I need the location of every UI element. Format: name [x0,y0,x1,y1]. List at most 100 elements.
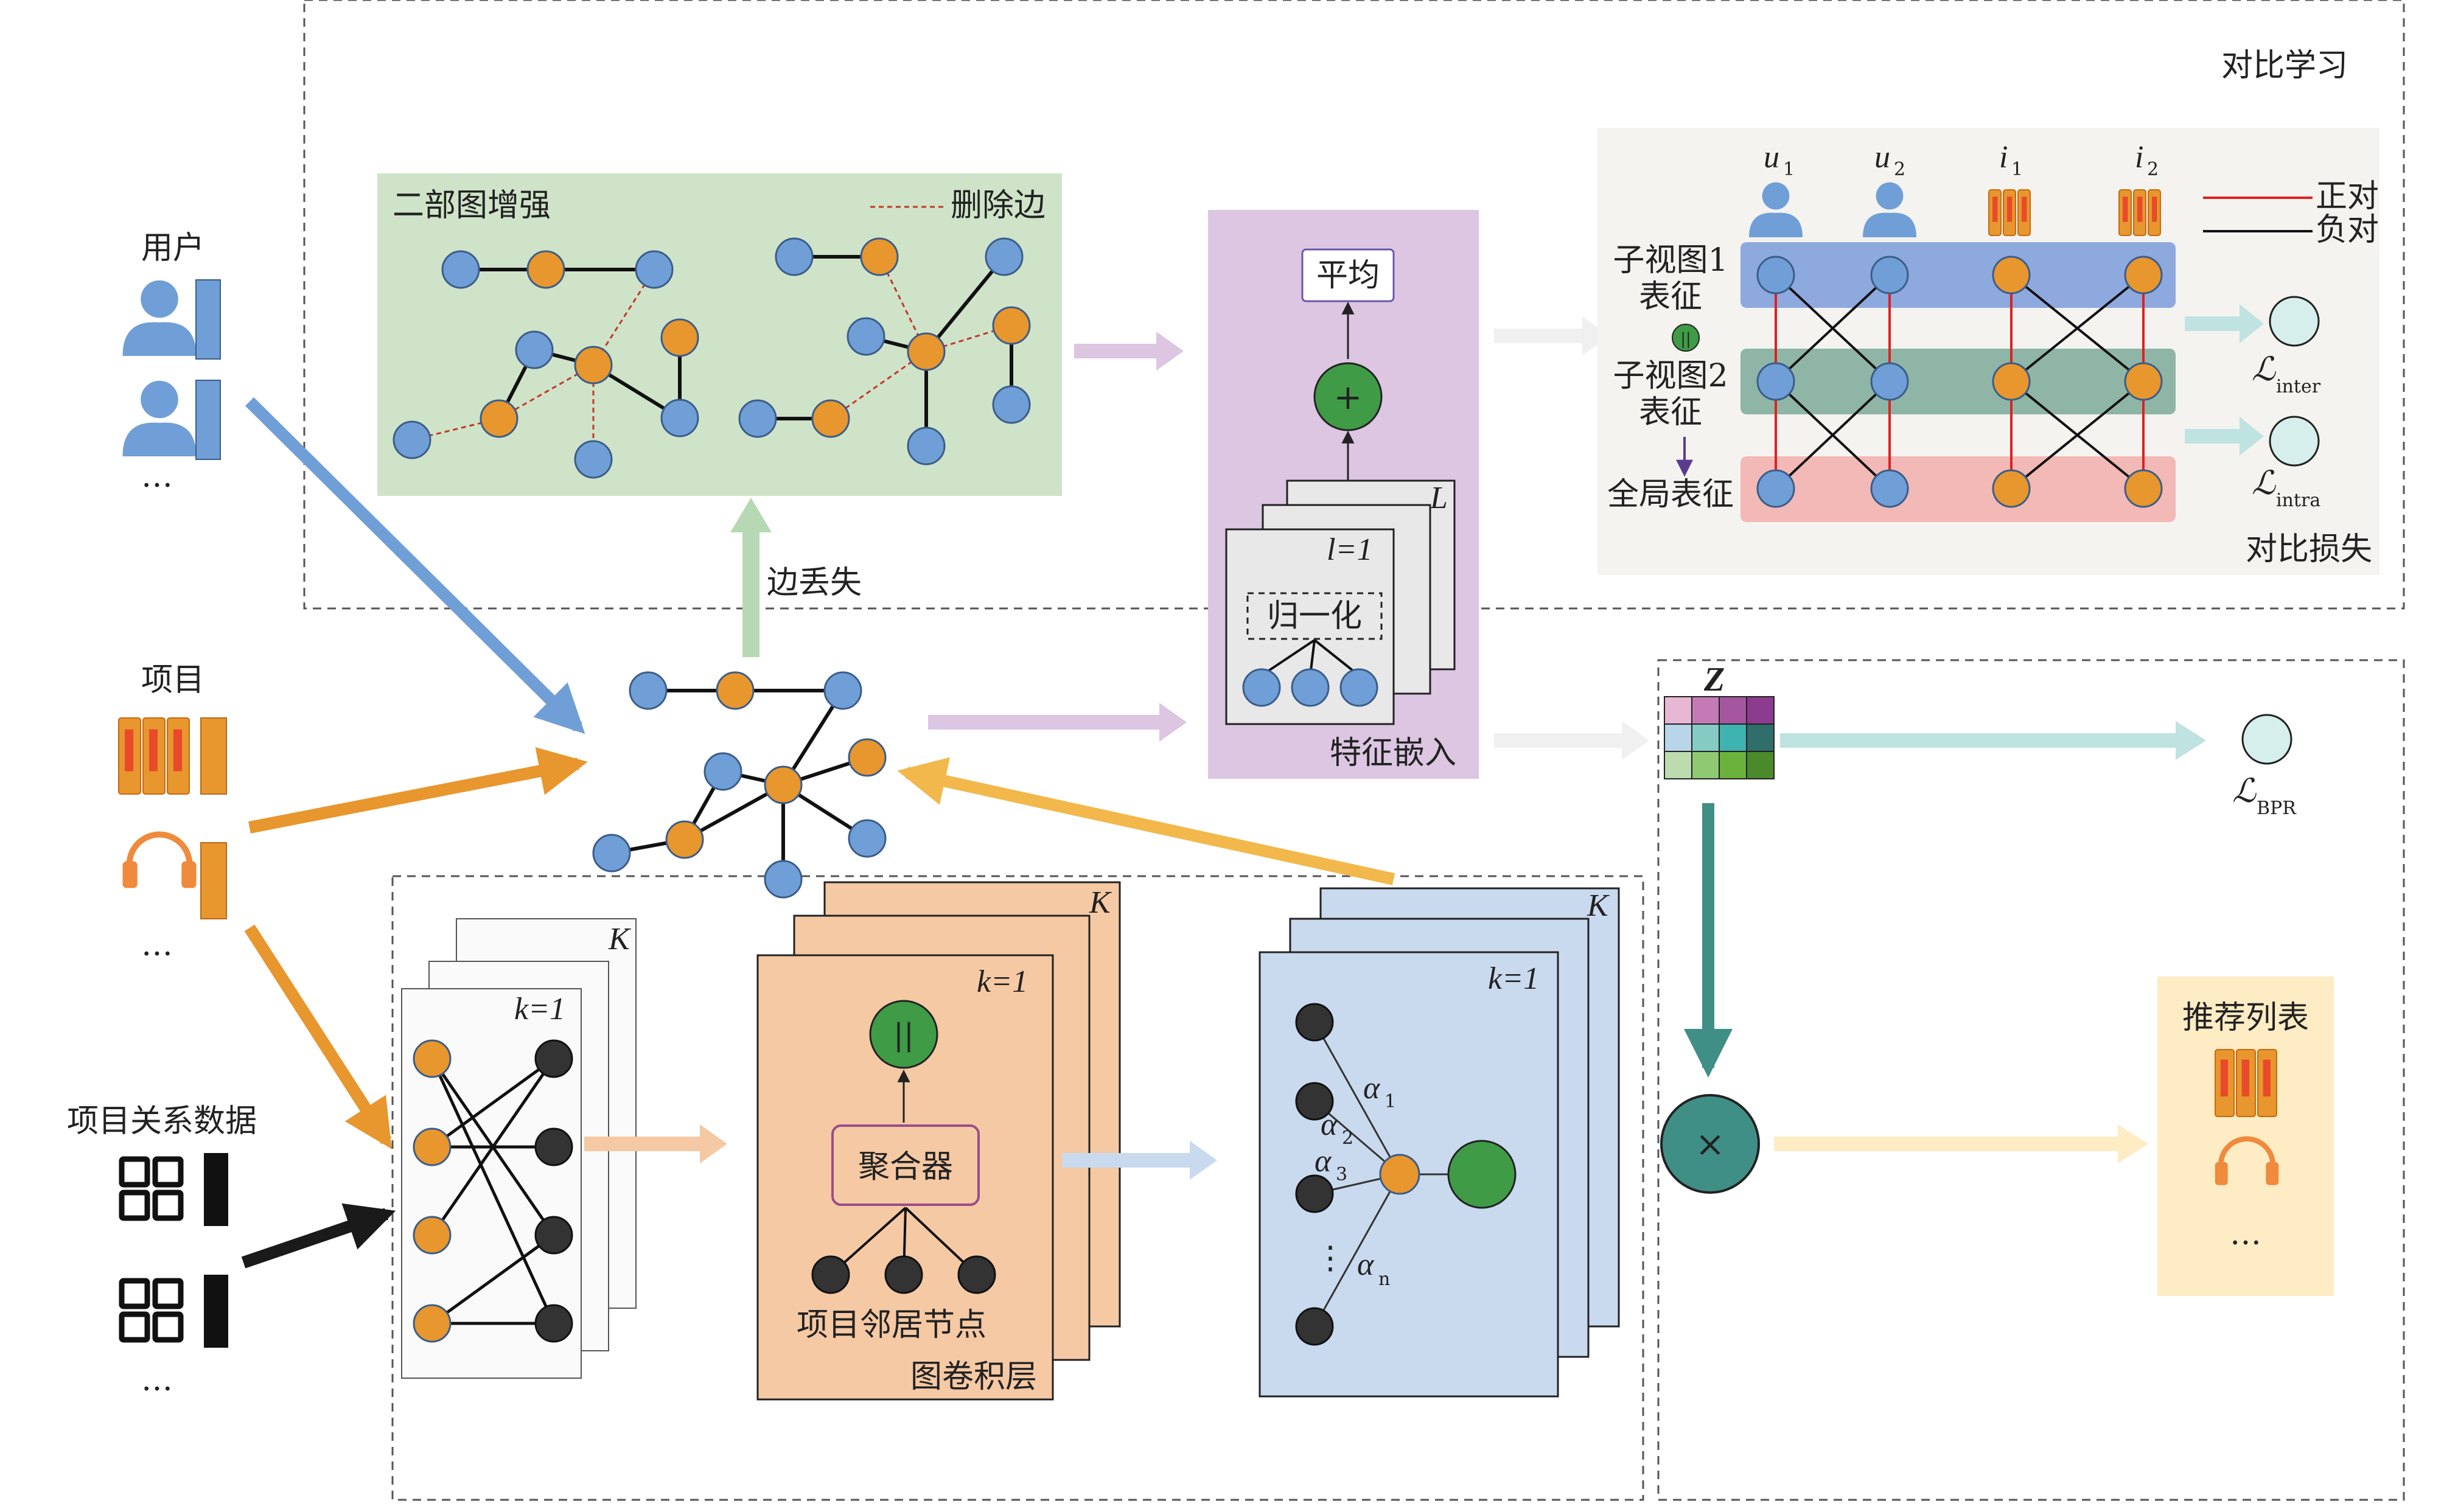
item-node [413,1127,452,1166]
item-node [848,738,887,777]
grid-relation-icon [119,1278,184,1343]
concat-symbol: || [893,1017,914,1053]
average-box [1301,248,1395,302]
relation-edge [431,1057,555,1149]
item-view-node [2124,469,2163,508]
delete-edge-label: 删除边 [951,187,1046,224]
relation-bipartite-graph [413,1039,573,1343]
neighbor-node [534,1039,573,1078]
user-2-icon [1863,182,1916,237]
neighbor-node [1295,1082,1334,1121]
alpha2-label: α [1321,1107,1338,1142]
item-label: 项目 [141,662,204,699]
bipartite-augment-label: 二部图增强 [393,187,551,224]
recommend-items [2215,1049,2279,1185]
matrix-to-bpr-arrow [1780,721,2206,760]
z-label: Z [1703,661,1725,699]
item-node [480,399,518,438]
intra-loss-symbol: ℒ [2252,465,2276,501]
bpr-loss-symbol: ℒ [2232,773,2257,809]
intra-loss-sub: intra [2276,490,2320,511]
user-node [907,427,946,465]
grid-relation-icon [119,1156,184,1221]
deleted-edge [926,324,1012,353]
i1-label: i [1999,140,2008,175]
aggregator-label: 聚合器 [858,1149,953,1185]
neighbor-node [1295,1174,1334,1213]
item-relation-label: 项目关系数据 [67,1103,257,1140]
embed-node [1242,668,1281,707]
neighbor-node [1295,1003,1334,1042]
matrix-cell [1719,696,1747,725]
user-label: 用户 [141,230,204,267]
deleted-edge [830,350,927,420]
user-view-node [1756,469,1795,508]
relation-K-label: K [608,922,631,956]
neighbor-node [534,1304,573,1343]
user-view-node [1756,256,1795,294]
user-view-node [1870,362,1909,401]
attention-aggregation [1295,1003,1517,1346]
user-node [985,237,1024,276]
user-node [738,399,777,438]
embed-edge [1313,639,1360,677]
neighbor-nodes [811,1207,996,1294]
conv-to-attention-arrow [1062,1141,1217,1180]
neighbor-node [534,1216,573,1255]
item-view-node [1992,469,2031,508]
prediction-region [1657,659,2405,1501]
i1-sub: 1 [2011,159,2023,180]
headphone-recommend-icon [2215,1136,2279,1185]
negative-pair-edge [2010,380,2145,490]
contrastive-region-title: 对比学习 [2221,47,2348,84]
item-to-graph-arrow [248,747,588,834]
graph-edge [924,256,1006,353]
deleted-edge [411,417,500,441]
attn-K-label: K [1587,888,1610,923]
attention-edge [1313,1174,1401,1327]
global-repr-label: 全局表征 [1607,476,1734,513]
feature-embedding-label: 特征嵌入 [1330,735,1456,772]
intra-loss-arrow [2185,417,2264,456]
item-node [860,237,899,276]
subview1-band [1740,242,2176,308]
relation-feature-bar [204,1275,228,1348]
matrix-cell [1746,696,1775,725]
embed-edge [1260,639,1316,677]
alpha3-sub: 3 [1336,1164,1347,1185]
sum-symbol: + [1334,378,1363,417]
normalize-label: 归一化 [1267,598,1362,635]
user-view-node [1870,469,1909,508]
target-item-node [1379,1154,1420,1195]
relation-ellipsis: … [141,1362,173,1398]
user-feature-bar [195,380,221,460]
aggregator-box [831,1124,980,1206]
graph-to-embed-arrow [928,703,1187,742]
bpr-loss-sub: BPR [2257,798,2297,819]
user-inputs [122,279,221,460]
user-node [574,440,613,479]
neighbor-node [811,1255,850,1294]
item-feature-bar [200,842,227,919]
book-item-icon [118,717,190,795]
layer-first-label: l=1 [1327,532,1373,567]
relation-feature-bar [204,1153,228,1226]
recommend-list-label: 推荐列表 [2182,1000,2309,1036]
graph-conv-layer-label: 图卷积层 [910,1359,1037,1395]
embedding-matrix-z [1664,696,1775,779]
item-relation-inputs [119,1153,228,1348]
negative-pair-edge [1775,380,1891,490]
user-node [629,671,668,710]
attn-k1-label: k=1 [1488,961,1539,996]
subview2-label-1: 子视图2 [1613,358,1728,394]
matrix-cell [1719,723,1747,752]
relation-k1-label: k=1 [514,992,565,1026]
user-node [635,250,674,289]
neighbor-node [1295,1307,1334,1346]
subview1-label-2: 表征 [1639,279,1702,315]
user-node [764,860,803,899]
alpha2-sub: 2 [1342,1127,1353,1149]
alpha1-label: α [1363,1071,1381,1106]
conv-K-label: K [1089,885,1112,920]
